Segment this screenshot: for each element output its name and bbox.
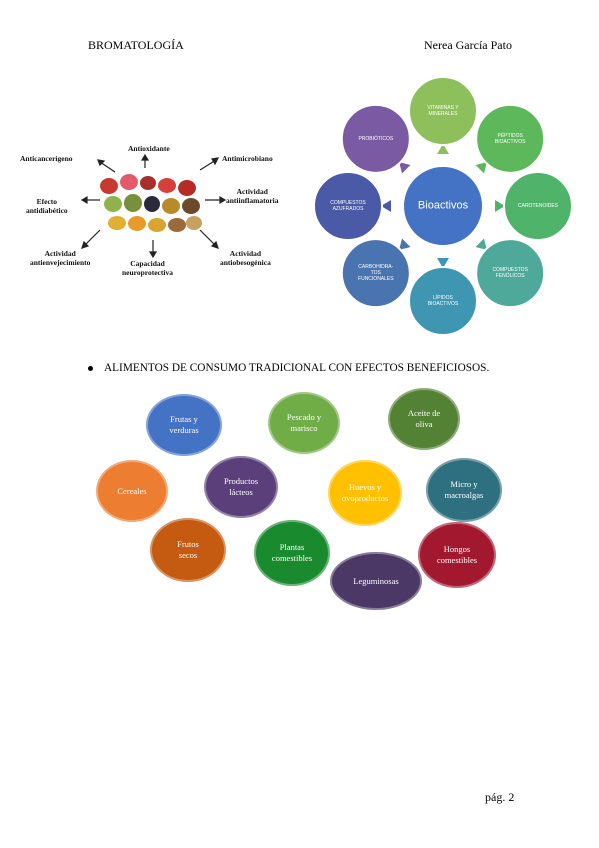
label-anticancerigeno: Anticancerígeno <box>20 154 73 163</box>
arrow-icon <box>475 162 487 174</box>
bioactivo-node <box>340 238 411 309</box>
effect-arrows <box>80 153 227 259</box>
food-group-circle: Cereales <box>96 460 168 522</box>
food-group-circle: Aceite de oliva <box>388 388 460 450</box>
bioactivos-shapes <box>313 76 573 336</box>
bioactivos-diagram: VITAMINAS Y MINERALES PÉPTIDOS BIOACTIVOS… <box>303 76 583 341</box>
arrow-icon <box>381 200 391 212</box>
bioactivos-center-label: Bioactivos <box>417 199 469 212</box>
fruit-icon <box>162 198 180 214</box>
arrow-icon <box>495 200 505 212</box>
bioactivo-node <box>408 76 478 146</box>
arrow-icon <box>399 238 411 250</box>
fruit-icon <box>158 178 176 193</box>
bullet-icon <box>88 366 93 371</box>
fruit-icon <box>168 218 186 232</box>
fruit-icon <box>148 218 166 232</box>
fruit-icon <box>124 194 142 212</box>
fruit-icon <box>140 176 156 190</box>
food-group-circle: Micro y macroalgas <box>426 458 502 522</box>
food-group-circle: Huevos y ovoproductos <box>328 460 402 526</box>
arrow-icon <box>437 258 449 268</box>
food-group-circle: Productos lácteos <box>204 456 278 518</box>
bioactivo-label: CAROTENOIDES <box>517 203 559 209</box>
arrow-icon <box>437 144 449 154</box>
section-title: ALIMENTOS DE CONSUMO TRADICIONAL CON EFE… <box>104 362 490 374</box>
bioactivo-node <box>408 266 478 336</box>
label-antimicrobiano: Antimicrobiano <box>222 154 273 163</box>
fruit-icon <box>104 196 122 212</box>
fruit-icon <box>182 198 200 214</box>
fruit-icon <box>186 216 202 230</box>
label-actividad-antienvejecimiento: Actividad antienvejecimiento <box>30 249 91 267</box>
label-efecto-antidiabetico: Efecto antidiabético <box>26 197 68 215</box>
bioactivo-label: COMPUESTOS AZUFRADOS <box>330 200 366 212</box>
header-left: BROMATOLOGÍA <box>88 38 184 52</box>
fruit-icon <box>178 180 196 196</box>
fruit-icon <box>100 178 118 194</box>
bioactivo-node <box>340 103 411 174</box>
food-group-circle: Frutos secos <box>150 518 226 582</box>
label-actividad-antiobesogenica: Actividad antiobesogénica <box>220 249 271 267</box>
label-actividad-antiinflamatoria: Actividad antiinflamatoria <box>226 187 279 205</box>
food-group-circle: Pescado y marisco <box>268 392 340 454</box>
food-group-circle: Plantas comestibles <box>254 520 330 586</box>
bioactivo-node <box>503 171 573 241</box>
bioactivo-label: PROBIÓTICOS <box>358 135 394 142</box>
label-antioxidante: Antioxidante <box>128 144 170 153</box>
fruit-icon <box>108 216 126 230</box>
food-group-circle: Leguminosas <box>330 552 422 610</box>
health-effects-figure: Anticancerígeno Antioxidante Antimicrobi… <box>20 140 300 290</box>
bioactivo-label: COMPUESTOS FENÓLICOS <box>492 267 528 280</box>
bioactivo-node <box>475 238 546 309</box>
food-group-circle: Frutas y verduras <box>146 394 222 456</box>
arrow-icon <box>475 238 487 250</box>
bioactivo-label: VITAMINAS Y MINERALES <box>427 105 459 117</box>
fruit-icon <box>144 196 160 212</box>
bioactivo-label: PÉPTIDOS BIOACTIVOS <box>494 132 526 145</box>
fruit-icon <box>120 174 138 190</box>
bioactivo-label: CARBOHIDRA- TOS FUNCIONALES <box>358 264 394 283</box>
bioactivos-center-node <box>402 165 484 247</box>
bioactivo-node <box>475 103 546 174</box>
label-capacidad-neuroprotectiva: Capacidad neuroprotectiva <box>122 259 173 277</box>
arrow-icon <box>399 162 411 174</box>
page-number: pág. 2 <box>485 790 515 804</box>
food-group-circle: Hongos comestibles <box>418 522 496 588</box>
header-right: Nerea García Pato <box>424 38 512 52</box>
bioactivo-node <box>313 171 383 241</box>
fruit-icon <box>128 216 146 231</box>
bioactivo-label: LÍPIDOS BIOACTIVOS <box>427 295 459 307</box>
